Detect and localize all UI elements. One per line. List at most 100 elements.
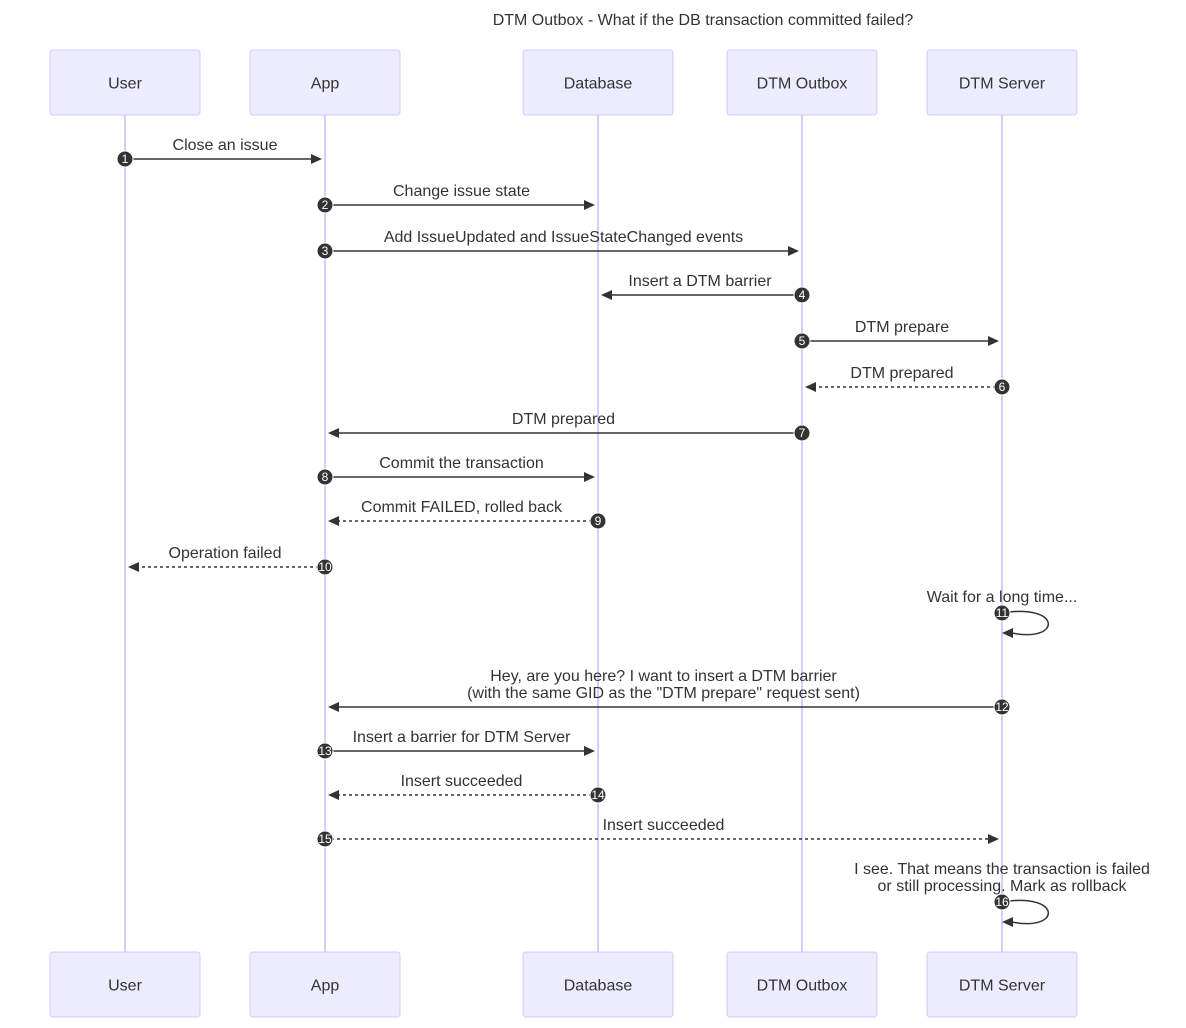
message-label: (with the same GID as the "DTM prepare" …: [467, 685, 860, 702]
arrow-head: [584, 746, 595, 756]
actor-bottom-user: User: [49, 951, 201, 1018]
actor-box: [726, 951, 878, 1018]
message-label: Insert succeeded: [401, 773, 523, 790]
sequence-number-text: 10: [318, 560, 332, 574]
sequence-number-text: 4: [799, 288, 806, 302]
sequence-number-circle: [993, 378, 1011, 396]
sequence-number-circle: [589, 786, 607, 804]
message-label: Operation failed: [169, 545, 282, 562]
message-label: Close an issue: [173, 137, 278, 154]
sequence-number-text: 11: [996, 606, 1009, 620]
actor-label: User: [108, 76, 142, 93]
arrow-head: [988, 834, 999, 844]
sequence-number-text: 2: [322, 198, 329, 212]
arrow-head: [988, 336, 999, 346]
message-line: [1001, 610, 1050, 636]
message-label: I see. That means the transaction is fai…: [854, 861, 1150, 878]
sequence-number-circle: [316, 558, 334, 576]
actor-box: [49, 49, 201, 116]
message-10: Operation failed 10: [128, 545, 334, 576]
message-9: Commit FAILED, rolled back 9: [328, 499, 607, 530]
actor-label: Database: [564, 76, 633, 93]
actor-bottom-outbox: DTM Outbox: [726, 951, 878, 1018]
message-label: Change issue state: [393, 183, 530, 200]
actor-box: [726, 49, 878, 116]
sequence-number: 12: [993, 698, 1011, 716]
sequence-number: 4: [793, 286, 811, 304]
sequence-number-text: 6: [999, 380, 1006, 394]
sequence-number: 1: [116, 150, 134, 168]
sequence-number-circle: [316, 242, 334, 260]
sequence-number-text: 5: [799, 334, 806, 348]
actor-box: [522, 49, 674, 116]
diagram-title: DTM Outbox - What if the DB transaction …: [493, 12, 914, 29]
actor-top-app: App: [249, 49, 401, 116]
sequence-number-text: 16: [995, 895, 1009, 909]
actor-top-database: Database: [522, 49, 674, 116]
message-1: Close an issue 1: [116, 137, 322, 168]
sequence-number: 10: [316, 558, 334, 576]
sequence-number-circle: [793, 332, 811, 350]
sequence-number-circle: [993, 698, 1011, 716]
actor-box: [249, 49, 401, 116]
sequence-number: 2: [316, 196, 334, 214]
sequence-number-circle: [316, 742, 334, 760]
arrow-head: [1002, 628, 1013, 638]
sequence-number: 14: [589, 786, 607, 804]
message-label: Insert succeeded: [603, 817, 725, 834]
arrow-head: [328, 516, 339, 526]
sequence-number-text: 12: [995, 700, 1009, 714]
sequence-number-text: 8: [322, 470, 329, 484]
sequence-number-circle: [316, 830, 334, 848]
sequence-number: 9: [589, 512, 607, 530]
sequence-number-circle: [793, 286, 811, 304]
sequence-number: 13: [316, 742, 334, 760]
sequence-number: 11: [993, 604, 1011, 622]
sequence-number: 16: [993, 893, 1011, 911]
actor-box: [49, 951, 201, 1018]
actor-box: [522, 951, 674, 1018]
sequence-number-text: 13: [318, 744, 332, 758]
message-12: Hey, are you here? I want to insert a DT…: [328, 668, 1011, 716]
actor-bottom-app: App: [249, 951, 401, 1018]
message-label: Add IssueUpdated and IssueStateChanged e…: [384, 229, 743, 246]
message-label: Commit FAILED, rolled back: [361, 499, 563, 516]
message-6: DTM prepared 6: [805, 365, 1011, 396]
message-8: Commit the transaction 8: [316, 455, 595, 486]
message-15: Insert succeeded 15: [316, 817, 999, 848]
arrow-head: [584, 472, 595, 482]
sequence-number-text: 9: [595, 514, 602, 528]
arrow-head: [601, 290, 612, 300]
arrow-head: [328, 702, 339, 712]
actor-top-outbox: DTM Outbox: [726, 49, 878, 116]
message-label: Commit the transaction: [379, 455, 544, 472]
message-label: DTM prepared: [850, 365, 953, 382]
sequence-number: 3: [316, 242, 334, 260]
arrow-head: [788, 246, 799, 256]
sequence-number-circle: [116, 150, 134, 168]
message-13: Insert a barrier for DTM Server 13: [316, 729, 595, 760]
sequence-number: 6: [993, 378, 1011, 396]
actor-box: [926, 951, 1078, 1018]
sequence-number-circle: [316, 468, 334, 486]
arrow-head: [311, 154, 322, 164]
arrow-head: [1002, 917, 1013, 927]
sequence-number: 5: [793, 332, 811, 350]
message-label: Wait for a long time...: [927, 589, 1078, 606]
arrow-head: [584, 200, 595, 210]
sequence-number-text: 3: [322, 244, 329, 258]
sequence-number: 15: [316, 830, 334, 848]
message-label: Insert a barrier for DTM Server: [353, 729, 572, 746]
actor-label: Database: [564, 978, 633, 995]
message-line: [1001, 899, 1050, 925]
message-2: Change issue state 2: [316, 183, 595, 214]
actor-label: DTM Outbox: [757, 978, 848, 995]
actor-top-user: User: [49, 49, 201, 116]
message-3: Add IssueUpdated and IssueStateChanged e…: [316, 229, 799, 260]
sequence-number-text: 7: [799, 426, 806, 440]
sequence-number: 8: [316, 468, 334, 486]
